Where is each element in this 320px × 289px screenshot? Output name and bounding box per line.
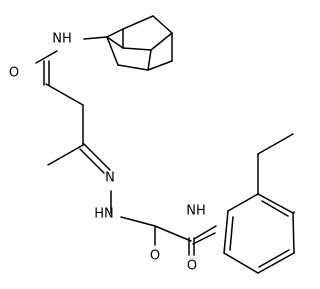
- atom-label-n-imine: N: [105, 171, 115, 186]
- bond: [79, 148, 105, 174]
- bond: [223, 210, 229, 254]
- ethylphenyl-group: [223, 133, 295, 274]
- atom-label-nh-hydrazine: HN: [94, 207, 114, 222]
- bond: [83, 143, 111, 171]
- bond: [227, 193, 259, 212]
- bond: [261, 200, 289, 217]
- bond: [257, 193, 294, 214]
- bond: [45, 83, 84, 106]
- chemical-structure-diagram: NH O N HN NH O O: [9, 15, 295, 274]
- bond: [150, 32, 173, 51]
- atom-label-o-bottom-right: O: [187, 259, 197, 274]
- atom-label-nh-top: NH: [52, 32, 72, 47]
- bond: [147, 49, 152, 71]
- bond: [154, 225, 192, 242]
- bond: [106, 36, 119, 66]
- bond: [120, 216, 156, 227]
- bond: [292, 212, 295, 254]
- atom-label-o-top: O: [9, 66, 19, 81]
- bond: [35, 50, 58, 64]
- adamantane-group: [83, 15, 173, 71]
- bond: [147, 60, 173, 71]
- atom-labels: NH O N HN NH O O: [9, 32, 206, 274]
- oxalamide-group: [120, 216, 217, 256]
- bond: [122, 47, 152, 51]
- bond: [223, 252, 259, 274]
- bond: [106, 28, 124, 38]
- bond: [193, 225, 217, 240]
- atom-label-nh-anilide: NH: [186, 204, 206, 219]
- amide-hydrazone-chain: [35, 50, 112, 214]
- bond: [258, 249, 290, 268]
- bond: [257, 133, 294, 155]
- bond: [83, 36, 108, 40]
- bond: [117, 64, 149, 71]
- bond: [229, 216, 234, 251]
- atom-label-o-bottom-left: O: [150, 249, 160, 264]
- bond: [122, 15, 154, 30]
- bond: [47, 144, 84, 166]
- bond: [257, 252, 295, 274]
- bond: [106, 36, 124, 49]
- bond: [192, 232, 216, 245]
- bond: [152, 15, 173, 34]
